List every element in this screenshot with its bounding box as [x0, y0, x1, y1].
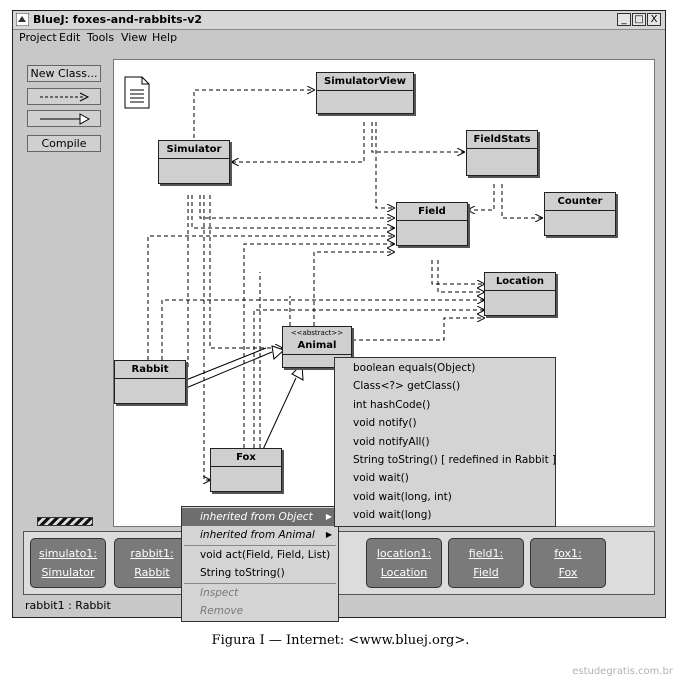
method-equals[interactable]: boolean equals(Object) — [353, 362, 476, 374]
method-wait-long-int[interactable]: void wait(long, int) — [353, 491, 452, 503]
window-title: BlueJ: foxes-and-rabbits-v2 — [33, 13, 203, 26]
menu-inherited-from-object[interactable]: inherited from Object ▶ — [182, 508, 338, 526]
class-location[interactable]: Location — [484, 272, 556, 316]
dependency-lines — [147, 60, 654, 526]
object-context-menu: inherited from Object ▶ inherited from A… — [181, 506, 339, 622]
class-name: Simulator — [166, 144, 222, 155]
method-hash-code[interactable]: int hashCode() — [353, 399, 431, 411]
object-name: location1: — [376, 547, 432, 560]
inheritance-arrow-icon — [40, 113, 91, 125]
compile-button[interactable]: Compile — [27, 135, 101, 152]
minimize-button[interactable]: _ — [617, 13, 631, 26]
new-class-button[interactable]: New Class... — [27, 65, 101, 82]
method-to-string[interactable]: String toString() [ redefined in Rabbit … — [353, 454, 557, 466]
menu-help[interactable]: Help — [152, 31, 178, 44]
method-notify[interactable]: void notify() — [353, 417, 417, 429]
method-notify-all[interactable]: void notifyAll() — [353, 436, 430, 448]
class-field[interactable]: Field — [396, 202, 468, 246]
class-fox[interactable]: Fox — [210, 448, 282, 492]
readme-document-icon[interactable] — [124, 76, 150, 109]
class-divider — [485, 290, 555, 291]
class-divider — [317, 90, 413, 91]
dashed-arrow-icon — [40, 92, 90, 102]
object-bench: simulato1: Simulator rabbit1: Rabbit loc… — [23, 531, 655, 595]
menu-tools[interactable]: Tools — [87, 31, 115, 44]
maximize-button[interactable]: □ — [632, 13, 646, 26]
title-bar: BlueJ: foxes-and-rabbits-v2 _ □ X — [13, 11, 665, 30]
object-rabbit1[interactable]: rabbit1: Rabbit — [114, 538, 190, 588]
class-diagram-canvas: SimulatorView Simulator FieldStats Count… — [113, 59, 655, 527]
close-button[interactable]: X — [647, 13, 661, 26]
class-name: Animal — [297, 340, 337, 351]
class-name: SimulatorView — [324, 76, 406, 87]
object-class: Fox — [558, 566, 578, 579]
menu-inherited-from-animal[interactable]: inherited from Animal ▶ — [182, 526, 338, 544]
submenu-arrow-icon: ▶ — [325, 530, 332, 539]
class-simulatorview[interactable]: SimulatorView — [316, 72, 414, 114]
object-simulato1[interactable]: simulato1: Simulator — [30, 538, 106, 588]
object-name: simulato1: — [38, 547, 98, 560]
menu-separator — [184, 583, 336, 584]
submenu-arrow-icon: ▶ — [325, 512, 332, 521]
menu-to-string[interactable]: String toString() — [200, 567, 285, 579]
menu-remove[interactable]: Remove — [200, 605, 244, 617]
object-name: field1: — [468, 547, 504, 560]
object-class: Field — [473, 566, 499, 579]
menu-bar: Project Edit Tools View Help — [13, 30, 665, 46]
object-field1[interactable]: field1: Field — [448, 538, 524, 588]
bluej-app-icon — [16, 13, 29, 26]
object-class: Location — [380, 566, 428, 579]
object-fox1[interactable]: fox1: Fox — [530, 538, 606, 588]
object-class: Rabbit — [134, 566, 170, 579]
class-divider — [283, 354, 351, 355]
class-rabbit[interactable]: Rabbit — [114, 360, 186, 404]
object-name: rabbit1: — [130, 547, 174, 560]
status-bar: rabbit1 : Rabbit — [25, 599, 111, 612]
figure-caption: Figura I — Internet: <www.bluej.org>. — [211, 633, 470, 648]
method-wait[interactable]: void wait() — [353, 472, 409, 484]
class-fieldstats[interactable]: FieldStats — [466, 130, 538, 176]
menu-view[interactable]: View — [121, 31, 148, 44]
add-dependency-button[interactable] — [27, 88, 101, 105]
class-divider — [211, 466, 281, 467]
menu-label: inherited from Object — [200, 511, 313, 523]
method-get-class[interactable]: Class<?> getClass() — [353, 380, 461, 392]
object-class: Simulator — [41, 566, 95, 579]
class-name: Fox — [236, 452, 256, 463]
class-name: Counter — [557, 196, 603, 207]
class-simulator[interactable]: Simulator — [158, 140, 230, 184]
class-divider — [397, 220, 467, 221]
menu-project[interactable]: Project — [19, 31, 57, 44]
class-stereotype: <<abstract>> — [290, 329, 344, 337]
bluej-window: BlueJ: foxes-and-rabbits-v2 _ □ X Projec… — [12, 10, 666, 618]
menu-label: inherited from Animal — [200, 529, 315, 541]
menu-act[interactable]: void act(Field, Field, List) — [200, 549, 331, 561]
class-name: Rabbit — [131, 364, 169, 375]
add-inheritance-button[interactable] — [27, 110, 101, 127]
menu-inspect[interactable]: Inspect — [200, 587, 239, 599]
object-name: fox1: — [554, 547, 582, 560]
class-divider — [545, 210, 615, 211]
machine-activity-indicator — [37, 517, 93, 526]
class-divider — [467, 148, 537, 149]
method-wait-long[interactable]: void wait(long) — [353, 509, 432, 521]
class-divider — [159, 158, 229, 159]
class-counter[interactable]: Counter — [544, 192, 616, 236]
class-name: Location — [495, 276, 545, 287]
class-name: Field — [418, 206, 446, 217]
inherited-methods-submenu: boolean equals(Object) Class<?> getClass… — [334, 357, 556, 527]
menu-separator — [184, 545, 336, 546]
menu-edit[interactable]: Edit — [59, 31, 81, 44]
watermark: estudegratis.com.br — [572, 666, 673, 677]
object-location1[interactable]: location1: Location — [366, 538, 442, 588]
class-divider — [115, 378, 185, 379]
class-name: FieldStats — [473, 134, 531, 145]
